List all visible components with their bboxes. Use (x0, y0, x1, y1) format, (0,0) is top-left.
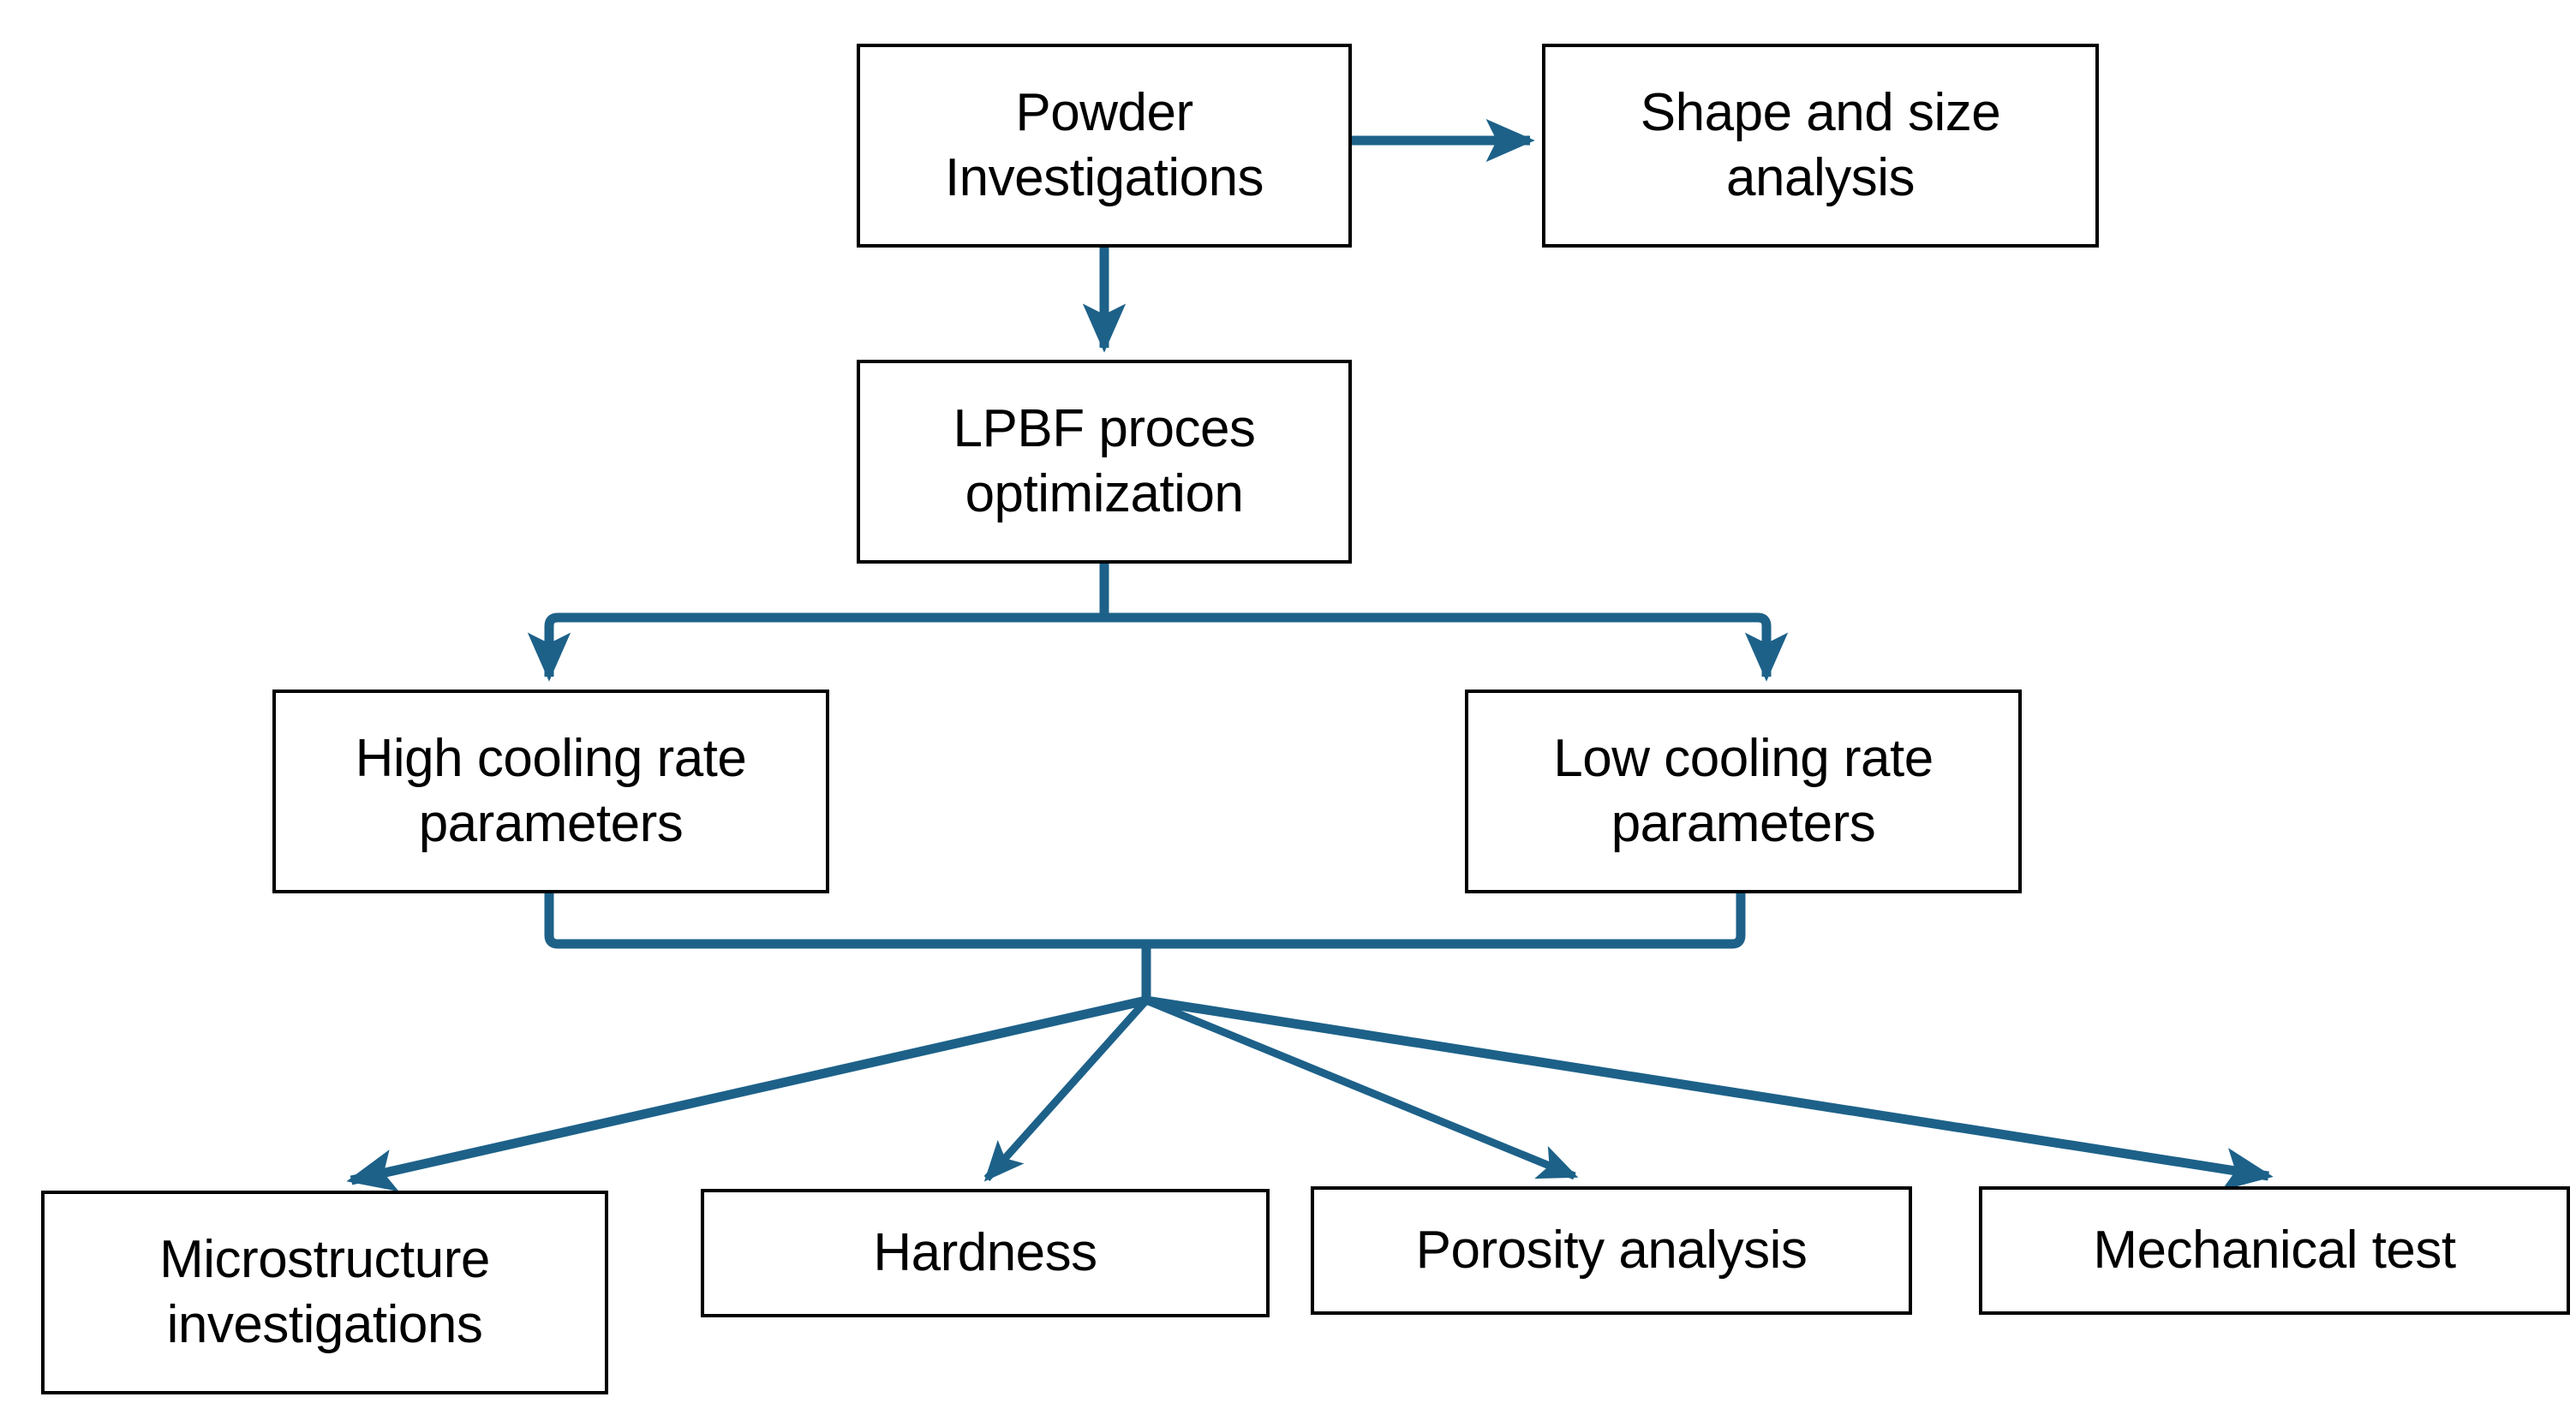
node-label: Microstructure investigations (159, 1230, 490, 1354)
edge-lpbf-to-low-cooling (1104, 612, 1789, 682)
edge-junction-to-mechanical (1145, 995, 2274, 1191)
node-powder-investigations[interactable]: Powder Investigations (857, 44, 1352, 248)
node-porosity-analysis[interactable]: Porosity analysis (1311, 1186, 1912, 1315)
node-label: LPBF proces optimization (953, 399, 1256, 523)
edge-lpbf-to-high-cooling (527, 612, 1104, 682)
node-microstructure-investigations[interactable]: Microstructure investigations (41, 1191, 608, 1394)
edge-junction-to-hardness (983, 998, 1150, 1182)
node-hardness[interactable]: Hardness (701, 1189, 1270, 1317)
node-label: Powder Investigations (944, 83, 1264, 207)
edge-high-cooling-to-junction (544, 893, 1146, 949)
node-label: Porosity analysis (1415, 1221, 1808, 1281)
node-low-cooling-rate-parameters[interactable]: Low cooling rate parameters (1465, 690, 2022, 893)
node-mechanical-test[interactable]: Mechanical test (1979, 1186, 2570, 1315)
edge-low-cooling-to-junction (1146, 893, 1746, 949)
node-lpbf-process-optimization[interactable]: LPBF proces optimization (857, 360, 1352, 564)
node-label: Mechanical test (2093, 1221, 2456, 1281)
node-label: Shape and size analysis (1640, 83, 2001, 207)
edge-junction-to-porosity (1145, 996, 1579, 1180)
node-label: Low cooling rate parameters (1553, 729, 1933, 853)
edge-junction-to-microstructure (346, 995, 1148, 1192)
node-label: Hardness (873, 1223, 1097, 1283)
node-high-cooling-rate-parameters[interactable]: High cooling rate parameters (272, 690, 829, 893)
node-label: High cooling rate parameters (355, 729, 747, 853)
node-shape-size-analysis[interactable]: Shape and size analysis (1542, 44, 2099, 248)
